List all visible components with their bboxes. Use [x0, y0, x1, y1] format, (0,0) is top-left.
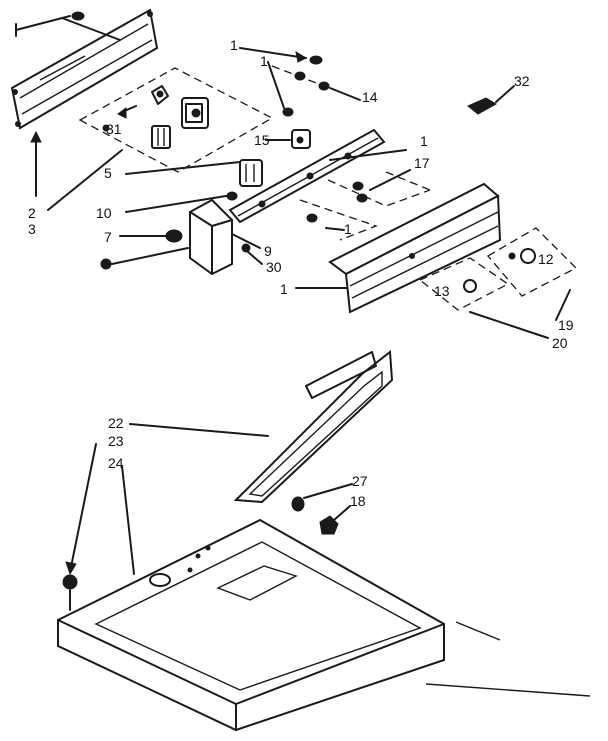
label-3: 3: [28, 221, 36, 237]
label-14: 14: [362, 89, 378, 105]
lint-filter-panel: [233, 350, 394, 504]
rear-panel: [10, 8, 159, 130]
label-15: 15: [254, 132, 270, 148]
part-32-block: [467, 85, 515, 115]
panel-screw: [15, 11, 85, 37]
label-30: 30: [266, 259, 282, 275]
label-22: 22: [108, 415, 124, 431]
label-2: 2: [28, 205, 36, 221]
label-32: 32: [514, 73, 530, 89]
label-24: 24: [108, 455, 124, 471]
label-13: 13: [434, 283, 450, 299]
label-17: 17: [414, 155, 430, 171]
label-18: 18: [350, 493, 366, 509]
part-labels: 1 1 14 32 31 15 1 17 2 3 5 10 7 1 9 30 1…: [6, 35, 574, 509]
label-1-panel-screw: 1: [6, 35, 7, 37]
label-1-right: 1: [420, 133, 428, 149]
leader-lines-lower: [65, 423, 591, 697]
label-5: 5: [104, 165, 112, 181]
washer-top: [57, 518, 445, 732]
console-backsplash: [328, 182, 502, 314]
label-12: 12: [538, 251, 554, 267]
label-23: 23: [108, 433, 124, 449]
label-27: 27: [352, 473, 368, 489]
label-1-bar: 1: [344, 221, 352, 237]
fasteners-lower: [62, 496, 339, 590]
label-19: 19: [558, 317, 574, 333]
label-9: 9: [264, 243, 272, 259]
component-board: [78, 67, 274, 173]
label-31: 31: [106, 121, 122, 137]
label-1-screw-top: 1: [230, 37, 238, 53]
console-housing: [100, 198, 251, 276]
label-1-screw-mid: 1: [260, 53, 268, 69]
leader-lines-upper: [30, 87, 571, 339]
label-20: 20: [552, 335, 568, 351]
label-10: 10: [96, 205, 112, 221]
screw-set-top: [239, 47, 351, 117]
label-7: 7: [104, 229, 112, 245]
label-1-backsplash: 1: [280, 281, 288, 297]
part-5-block: [226, 159, 368, 223]
control-board-19: [487, 227, 578, 297]
bracket-bar: [228, 128, 386, 224]
dashed-bracket: [299, 171, 431, 241]
control-board-20: [418, 257, 510, 311]
